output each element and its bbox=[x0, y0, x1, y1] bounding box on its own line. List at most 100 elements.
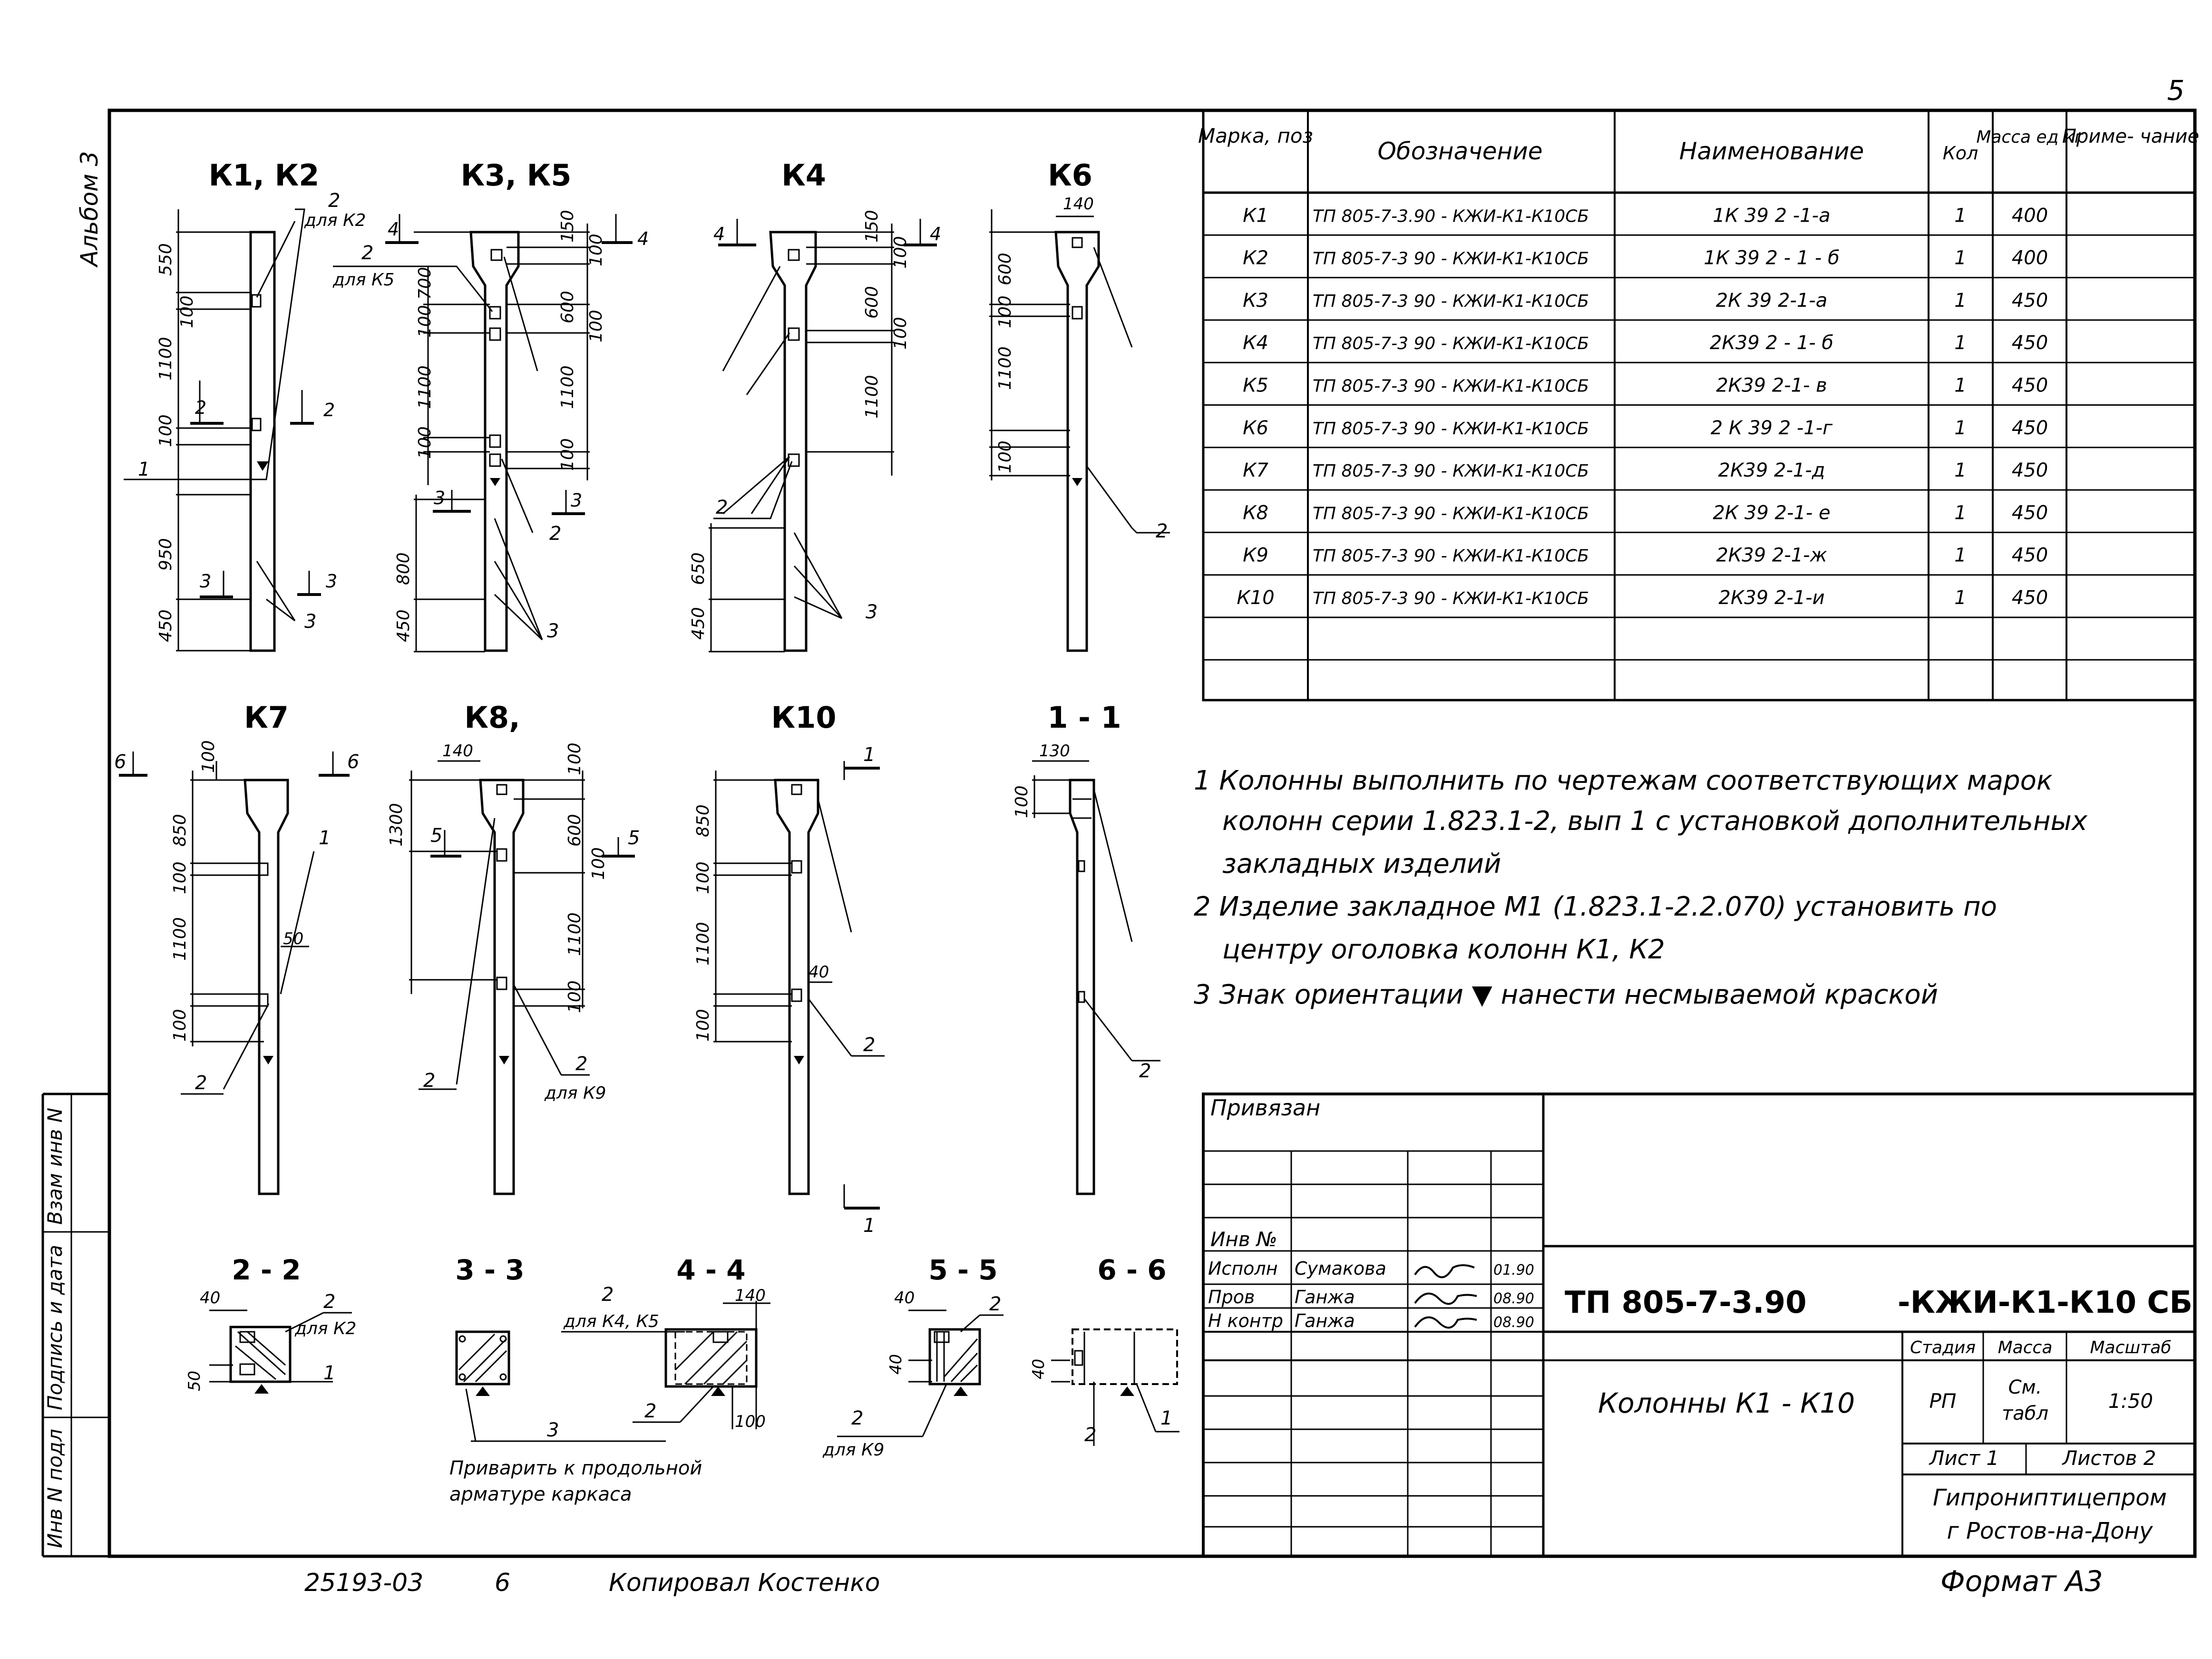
column-body bbox=[469, 231, 520, 652]
sheets-label: Листов 2 bbox=[2062, 1446, 2156, 1470]
callout-3: 3 bbox=[547, 1419, 559, 1441]
signature bbox=[1414, 1264, 1475, 1278]
copied-by: Копировал Костенко bbox=[609, 1569, 880, 1597]
copy-number: 6 bbox=[495, 1569, 510, 1597]
section-mark-3-right: 3 bbox=[326, 571, 337, 592]
orientation-mark bbox=[794, 1056, 804, 1064]
column-title: К7 bbox=[244, 700, 289, 735]
table-cell: К8 bbox=[1243, 502, 1268, 524]
header-qty: Кол bbox=[1943, 143, 1978, 164]
dim-label: 50 bbox=[283, 929, 303, 948]
column-body bbox=[769, 231, 817, 652]
dim-label: 450 bbox=[156, 609, 175, 642]
section-shape bbox=[928, 1328, 981, 1386]
table-cell: 2К39 2-1-ж bbox=[1716, 545, 1827, 566]
section-mark-5-right: 5 bbox=[628, 827, 640, 849]
dim-label: 100 bbox=[589, 847, 608, 880]
signer-name: Сумакова bbox=[1295, 1258, 1386, 1279]
table-cell: ТП 805-7-3 90 - КЖИ-К1-К10СБ bbox=[1313, 292, 1589, 311]
dim-label: 100 bbox=[565, 980, 585, 1013]
signer-role: Н контр bbox=[1208, 1310, 1283, 1331]
dim-label: 40 bbox=[200, 1288, 220, 1308]
dim-label: 140 bbox=[442, 742, 473, 761]
column-body bbox=[244, 779, 289, 1195]
signer-date: 08.90 bbox=[1493, 1314, 1534, 1331]
callout-2b: 2 bbox=[575, 1053, 587, 1075]
table-cell: ТП 805-7-3 90 - КЖИ-К1-К10СБ bbox=[1313, 546, 1589, 566]
section-title: 6 - 6 bbox=[1097, 1254, 1166, 1286]
column-body bbox=[249, 231, 276, 652]
section-1-1: 1 - 1 130 100 2 bbox=[1012, 700, 1160, 1195]
dim-label: 40 bbox=[1029, 1359, 1048, 1379]
note-line: 1 Колонны выполнить по чертежам соответс… bbox=[1194, 765, 2053, 796]
callout-for-k4-k5: для К4, К5 bbox=[563, 1312, 659, 1331]
callout-2b: 2 bbox=[851, 1407, 863, 1429]
table-cell: ТП 805-7-3.90 - КЖИ-К1-К10СБ bbox=[1313, 206, 1589, 226]
dim-label: 100 bbox=[693, 861, 713, 894]
section-4-4: 4 - 4 140 100 2 для К4, К5 bbox=[561, 1254, 770, 1431]
orientation-mark bbox=[711, 1386, 725, 1396]
table-cell: 2 К 39 2 -1-г bbox=[1711, 417, 1833, 439]
callout-2: 2 bbox=[602, 1284, 614, 1306]
note-line: центру оголовка колонн К1, К2 bbox=[1222, 934, 1665, 965]
dim-label: 100 bbox=[995, 295, 1015, 328]
signer-role: Пров bbox=[1208, 1287, 1255, 1308]
header-note: Приме- чание bbox=[2062, 126, 2199, 147]
column-title: К8, bbox=[464, 700, 520, 735]
scale-label: Масштаб bbox=[2090, 1338, 2171, 1357]
section-shape bbox=[229, 1326, 292, 1383]
callout-2: 2 bbox=[863, 1034, 875, 1056]
table-cell: 1 bbox=[1954, 502, 1966, 524]
dim-label: 850 bbox=[693, 804, 713, 837]
dim-label: 1100 bbox=[156, 337, 175, 381]
section-shape bbox=[455, 1330, 510, 1386]
dim-label: 100 bbox=[415, 426, 435, 459]
table-cell: 450 bbox=[2012, 545, 2048, 566]
section-5-5: 5 - 5 40 40 2 2 для К9 bbox=[822, 1254, 1004, 1460]
dim-label: 40 bbox=[894, 1288, 915, 1308]
callout-for-k9: для К9 bbox=[822, 1440, 884, 1460]
column-k3-k5: К3, К5 bbox=[332, 158, 649, 653]
callout-for-k2: для К2 bbox=[304, 211, 366, 230]
signature bbox=[1414, 1292, 1477, 1305]
dim-label: 1100 bbox=[565, 912, 585, 956]
dim-label: 1100 bbox=[995, 346, 1015, 390]
callout-2: 2 bbox=[328, 190, 340, 212]
dim-label: 800 bbox=[394, 552, 413, 585]
note-line: 2 Изделие закладное М1 (1.823.1-2.2.070)… bbox=[1194, 891, 1997, 922]
dim-label: 140 bbox=[1063, 195, 1094, 214]
table-cell: К2 bbox=[1243, 247, 1268, 269]
orientation-mark bbox=[954, 1386, 968, 1396]
sheet-title: Колонны К1 - К10 bbox=[1598, 1387, 1855, 1419]
title-block: Привязан Инв № Исполн Сумакова 01.90 Про… bbox=[1202, 1093, 2196, 1558]
dim-label: 40 bbox=[887, 1354, 906, 1375]
table-cell: ТП 805-7-3 90 - КЖИ-К1-К10СБ bbox=[1313, 419, 1589, 439]
dim-label: 950 bbox=[156, 538, 175, 571]
table-cell: 1 bbox=[1954, 545, 1966, 566]
section-mark-3: 3 bbox=[200, 571, 211, 592]
column-body bbox=[479, 779, 525, 1195]
orientation-mark bbox=[257, 461, 269, 471]
section-2-2: 2 - 2 40 50 2 для К2 1 bbox=[185, 1254, 356, 1394]
dim-label: 100 bbox=[693, 1009, 713, 1042]
dim-label: 150 bbox=[862, 210, 882, 243]
section-shape bbox=[1072, 1328, 1178, 1385]
dim-label: 550 bbox=[156, 243, 175, 276]
callout-2: 2 bbox=[1084, 1424, 1096, 1446]
callout-for-k2: для К2 bbox=[294, 1319, 356, 1338]
column-k8: К8, bbox=[387, 700, 640, 1195]
sections-row: 2 - 2 40 50 2 для К2 1 3 - bbox=[185, 1254, 1179, 1505]
signer-name: Ганжа bbox=[1295, 1310, 1355, 1331]
doc-suffix: -КЖИ-К1-К10 СБ bbox=[1898, 1285, 2193, 1320]
column-title: К4 bbox=[781, 158, 826, 193]
side-stamp-signature: Подпись и дата bbox=[43, 1245, 67, 1410]
orientation-mark bbox=[490, 478, 500, 486]
callout-2: 2 bbox=[716, 497, 728, 518]
column-title: К6 bbox=[1048, 158, 1092, 193]
dim-label: 600 bbox=[565, 814, 585, 847]
signature bbox=[1414, 1316, 1477, 1329]
column-k7: К7 1 bbox=[114, 700, 359, 1195]
table-cell: 400 bbox=[2012, 247, 2048, 269]
table-cell: ТП 805-7-3 90 - КЖИ-К1-К10СБ bbox=[1313, 377, 1589, 396]
dim-label: 130 bbox=[1039, 742, 1070, 761]
